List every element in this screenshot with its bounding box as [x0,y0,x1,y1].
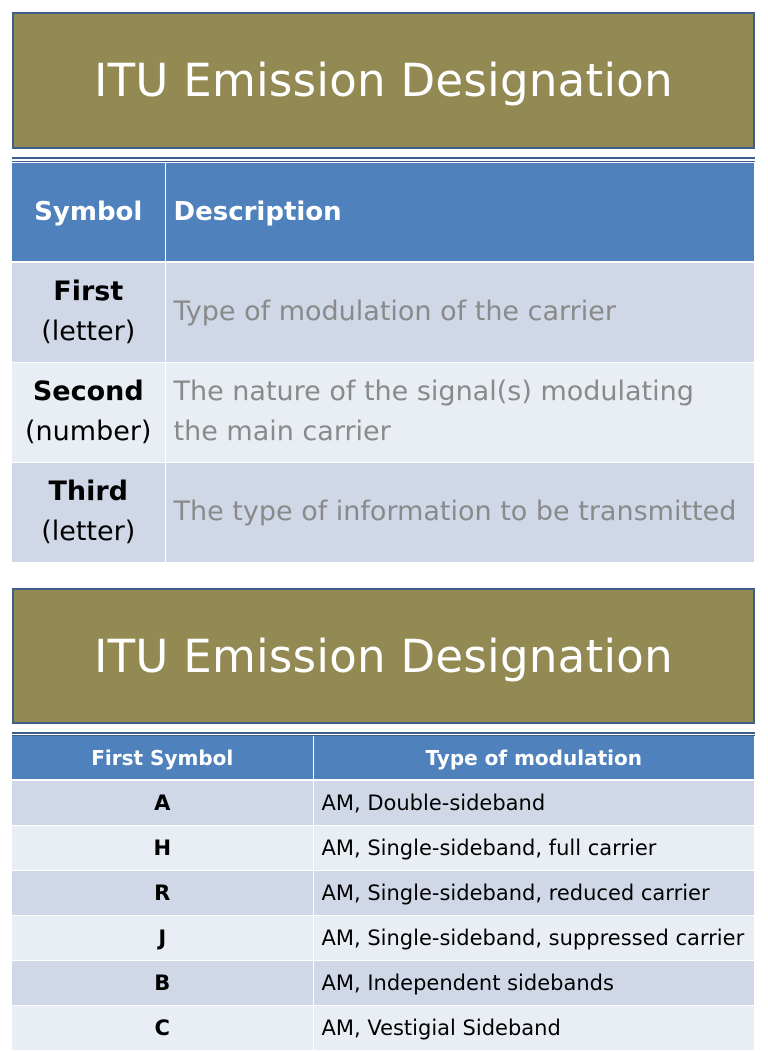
symbol-kind: (letter) [41,516,136,547]
description-cell: The nature of the signal(s) modulating t… [165,362,755,463]
slide2-divider-thin [12,735,755,736]
description-column-header: Description [165,163,755,263]
symbol-kind: (number) [25,416,152,447]
symbol-cell: B [12,960,314,1006]
symbol-cell: H [12,825,314,871]
table-row: C AM, Vestigial Sideband [12,1005,755,1051]
symbol-cell: A [12,780,314,826]
symbol-kind: (letter) [41,316,136,348]
modulation-table: First Symbol Type of modulation A AM, Do… [12,736,755,1051]
symbol-name: First [53,276,124,308]
slide2-title: ITU Emission Designation [94,629,673,683]
slide1-title-banner: ITU Emission Designation [12,12,755,149]
description-cell: Type of modulation of the carrier [165,262,755,363]
modulation-cell: AM, Vestigial Sideband [313,1005,755,1051]
table-row: J AM, Single-sideband, suppressed carrie… [12,915,755,961]
slide1-divider [12,157,755,159]
symbol-description-table: Symbol Description First (letter) Type o… [12,163,755,563]
slide1-title: ITU Emission Designation [94,54,673,107]
slide1-divider-thin [12,161,755,162]
table-row: H AM, Single-sideband, full carrier [12,825,755,871]
modulation-cell: AM, Single-sideband, reduced carrier [313,870,755,916]
table-row: Third (letter) The type of information t… [12,462,755,563]
symbol-cell: Second (number) [12,362,166,463]
modulation-column-header: Type of modulation [313,736,755,781]
table-row: R AM, Single-sideband, reduced carrier [12,870,755,916]
modulation-cell: AM, Single-sideband, suppressed carrier [313,915,755,961]
symbol-column-header: Symbol [12,163,166,263]
slide2-title-banner: ITU Emission Designation [12,588,755,724]
table-row: B AM, Independent sidebands [12,960,755,1006]
symbol-cell: First (letter) [12,262,166,363]
table-row: Second (number) The nature of the signal… [12,362,755,463]
table1-header-row: Symbol Description [12,163,755,263]
symbol-cell: Third (letter) [12,462,166,563]
symbol-cell: R [12,870,314,916]
table-row: A AM, Double-sideband [12,780,755,826]
symbol-cell: J [12,915,314,961]
symbol-name: Third [48,476,129,507]
modulation-cell: AM, Double-sideband [313,780,755,826]
modulation-cell: AM, Independent sidebands [313,960,755,1006]
modulation-cell: AM, Single-sideband, full carrier [313,825,755,871]
table2-header-row: First Symbol Type of modulation [12,736,755,781]
description-cell: The type of information to be transmitte… [165,462,755,563]
symbol-name: Second [32,376,144,407]
slide2-divider [12,732,755,734]
first-symbol-column-header: First Symbol [12,736,314,781]
symbol-cell: C [12,1005,314,1051]
table-row: First (letter) Type of modulation of the… [12,262,755,363]
